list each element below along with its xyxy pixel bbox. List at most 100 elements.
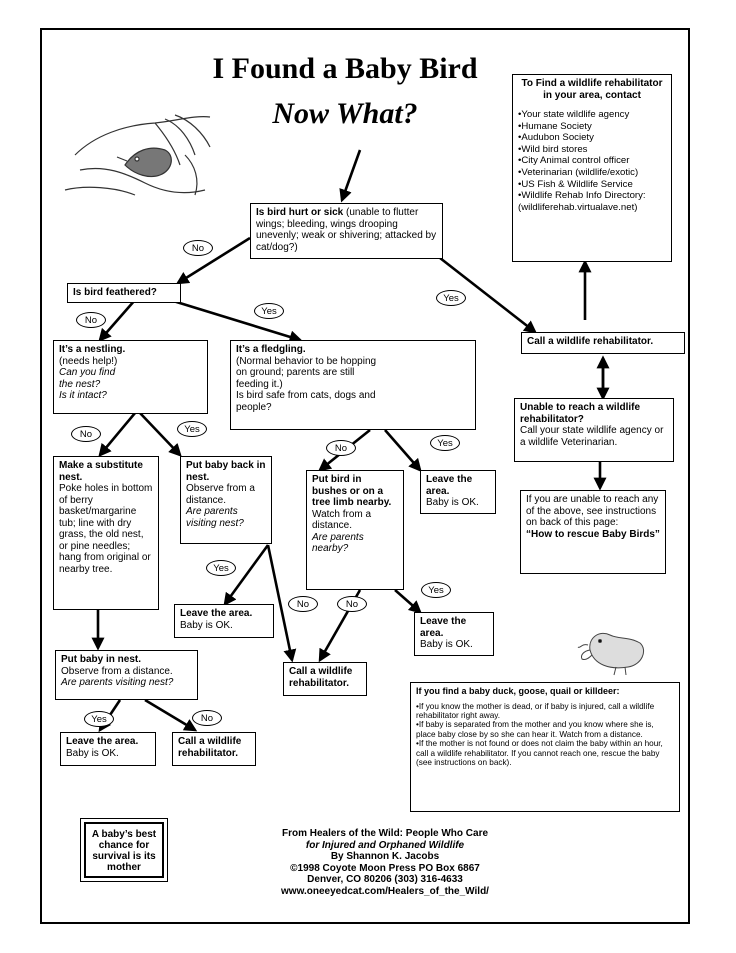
- duck-item: •If baby is separated from the mother an…: [416, 720, 654, 739]
- label-no-fledgling: No: [326, 440, 356, 456]
- resource-item: •City Animal control officer: [518, 155, 630, 167]
- hands-holding-bird-illustration: [64, 114, 211, 196]
- call-middle-heading: Call a wildlife rehabilitator.: [289, 666, 353, 689]
- put-back-box: Put baby back in nest. Observe from a di…: [180, 456, 272, 544]
- nestling-question-2: Is it intact?: [59, 390, 107, 401]
- label-no-hurt: No: [183, 240, 213, 256]
- arrow-putback-to-leave: [223, 544, 270, 607]
- page-frame: [40, 28, 690, 924]
- arrow-hurt-to-call: [439, 256, 538, 334]
- substitute-nest-heading: Make a substitute nest.: [59, 460, 143, 483]
- label-no-feathered: No: [76, 312, 106, 328]
- put-bushes-box: Put bird in bushes or on a tree limb nea…: [306, 470, 404, 590]
- call-main-box: Call a wildlife rehabilitator.: [521, 332, 685, 354]
- resource-item: •Audubon Society: [518, 132, 594, 144]
- leave-bottom-heading: Leave the area.: [66, 736, 139, 747]
- resource-box: To Find a wildlife rehabilitator in your…: [512, 74, 672, 262]
- resource-item: •Wildlife Rehab Info Directory:: [518, 190, 646, 202]
- motto-text: A baby’s best chance for survival is its…: [84, 822, 164, 878]
- leave-bottom-text: Baby is OK.: [66, 747, 119, 759]
- label-yes-putinnest: Yes: [84, 711, 114, 727]
- nestling-question-1: Can you find the nest?: [59, 367, 116, 390]
- label-yes-fledgling: Yes: [430, 435, 460, 451]
- leave-fledgling-heading: Leave the area.: [426, 474, 473, 497]
- fledgling-heading: It’s a fledgling.: [236, 344, 306, 355]
- label-yes-nestling: Yes: [177, 421, 207, 437]
- put-back-text: Observe from a distance.: [186, 483, 255, 506]
- resource-item: •Humane Society: [518, 120, 592, 132]
- footer-line-4: ©1998 Coyote Moon Press PO Box 6867: [290, 862, 480, 874]
- call-bottom-box: Call a wildlife rehabilitator.: [172, 732, 256, 766]
- put-back-heading: Put baby back in nest.: [186, 460, 266, 483]
- leave-putback-box: Leave the area. Baby is OK.: [174, 604, 274, 638]
- leave-putback-text: Baby is OK.: [180, 619, 233, 631]
- label-no-putback: No: [288, 596, 318, 612]
- footer-line-6: www.oneeyedcat.com/Healers_of_the_Wild/: [281, 885, 489, 897]
- resource-heading: To Find a wildlife rehabilitator in your…: [521, 78, 663, 101]
- footer-line-3: By Shannon K. Jacobs: [330, 851, 440, 862]
- label-no-nestling: No: [71, 426, 101, 442]
- resource-list: •Your state wildlife agency •Humane Soci…: [518, 109, 666, 213]
- page-subtitle: Now What?: [272, 97, 418, 130]
- label-no-bushes: No: [337, 596, 367, 612]
- fledgling-box: It’s a fledgling. (Normal behavior to be…: [230, 340, 476, 430]
- arrow-feathered-to-fledgling: [169, 298, 303, 344]
- leave-bushes-heading: Leave the area.: [420, 616, 467, 639]
- instructions-link: “How to rescue Baby Birds”: [526, 528, 660, 540]
- unable-heading: Unable to reach a wildlife rehabilitator…: [520, 402, 641, 425]
- footer-line-5: Denver, CO 80206 (303) 316-4633: [307, 874, 463, 885]
- unable-text: Call your state wildlife agency or a wil…: [520, 425, 664, 448]
- resource-item: •US Fish & Wildlife Service: [518, 178, 633, 190]
- leave-fledgling-box: Leave the area. Baby is OK.: [420, 470, 496, 514]
- duck-heading: If you find a baby duck, goose, quail or…: [416, 686, 620, 696]
- arrow-bushes-to-leave: [394, 589, 422, 614]
- fledgling-text: (Normal behavior to be hopping on ground…: [236, 355, 377, 390]
- feathered-question-heading: Is bird feathered?: [73, 287, 157, 298]
- label-yes-bushes: Yes: [421, 582, 451, 598]
- label-yes-feathered: Yes: [254, 303, 284, 319]
- motto-box: A baby’s best chance for survival is its…: [80, 818, 168, 882]
- duck-box: If you find a baby duck, goose, quail or…: [410, 682, 680, 812]
- arrow-feathered-to-nestling: [98, 299, 136, 342]
- instructions-text: If you are unable to reach any of the ab…: [526, 494, 659, 528]
- put-back-question: Are parents visiting nest?: [186, 506, 244, 529]
- arrow-nestling-to-substitute: [98, 412, 136, 457]
- nestling-heading: It’s a nestling.: [59, 344, 126, 355]
- resource-item: (wildliferehab.virtualave.net): [518, 201, 638, 213]
- instructions-box: If you are unable to reach any of the ab…: [520, 490, 666, 574]
- put-bushes-text: Watch from a distance.: [312, 508, 372, 532]
- call-main-heading: Call a wildlife rehabilitator.: [527, 336, 654, 347]
- nestling-text: (needs help!): [59, 355, 118, 367]
- arrow-fledgling-to-leave: [384, 429, 422, 472]
- put-in-nest-question: Are parents visiting nest?: [61, 677, 174, 688]
- label-yes-putback: Yes: [206, 560, 236, 576]
- arrow-title-to-hurt: [339, 149, 362, 203]
- duck-item: •If the mother is not found or does not …: [416, 739, 663, 767]
- put-bushes-question: Are parents nearby?: [312, 531, 364, 555]
- resource-item: •Veterinarian (wildlife/exotic): [518, 166, 639, 178]
- leave-fledgling-text: Baby is OK.: [426, 497, 479, 508]
- fledgling-question: Is bird safe from cats, dogs and people?: [236, 390, 376, 413]
- duck-list: •If you know the mother is dead, or if b…: [416, 702, 674, 768]
- put-in-nest-text: Observe from a distance.: [61, 665, 173, 677]
- duckling-illustration: [577, 632, 644, 676]
- unable-box: Unable to reach a wildlife rehabilitator…: [514, 398, 674, 462]
- arrow-putinnest-to-call: [144, 698, 198, 732]
- put-in-nest-box: Put baby in nest. Observe from a distanc…: [55, 650, 198, 700]
- duck-item: •If you know the mother is dead, or if b…: [416, 701, 655, 720]
- substitute-nest-text: Poke holes in bottom of berry basket/mar…: [59, 483, 153, 575]
- hurt-question-box: Is bird hurt or sick (unable to flutter …: [250, 203, 443, 259]
- nestling-box: It’s a nestling. (needs help!) Can you f…: [53, 340, 208, 414]
- footer-line-1: From Healers of the Wild: People Who Car…: [281, 828, 489, 839]
- page-title: I Found a Baby Bird: [212, 52, 478, 85]
- leave-putback-heading: Leave the area.: [180, 608, 253, 619]
- substitute-nest-box: Make a substitute nest. Poke holes in bo…: [53, 456, 159, 610]
- arrow-putback-to-call: [266, 544, 297, 663]
- label-yes-hurt: Yes: [436, 290, 466, 306]
- label-no-putinnest: No: [192, 710, 222, 726]
- arrow-hurt-to-feathered: [175, 236, 251, 285]
- resource-item: •Your state wildlife agency: [518, 109, 630, 120]
- put-bushes-heading: Put bird in bushes or on a tree limb nea…: [312, 474, 392, 508]
- resource-item: •Wild bird stores: [518, 143, 588, 155]
- call-middle-box: Call a wildlife rehabilitator.: [283, 662, 367, 696]
